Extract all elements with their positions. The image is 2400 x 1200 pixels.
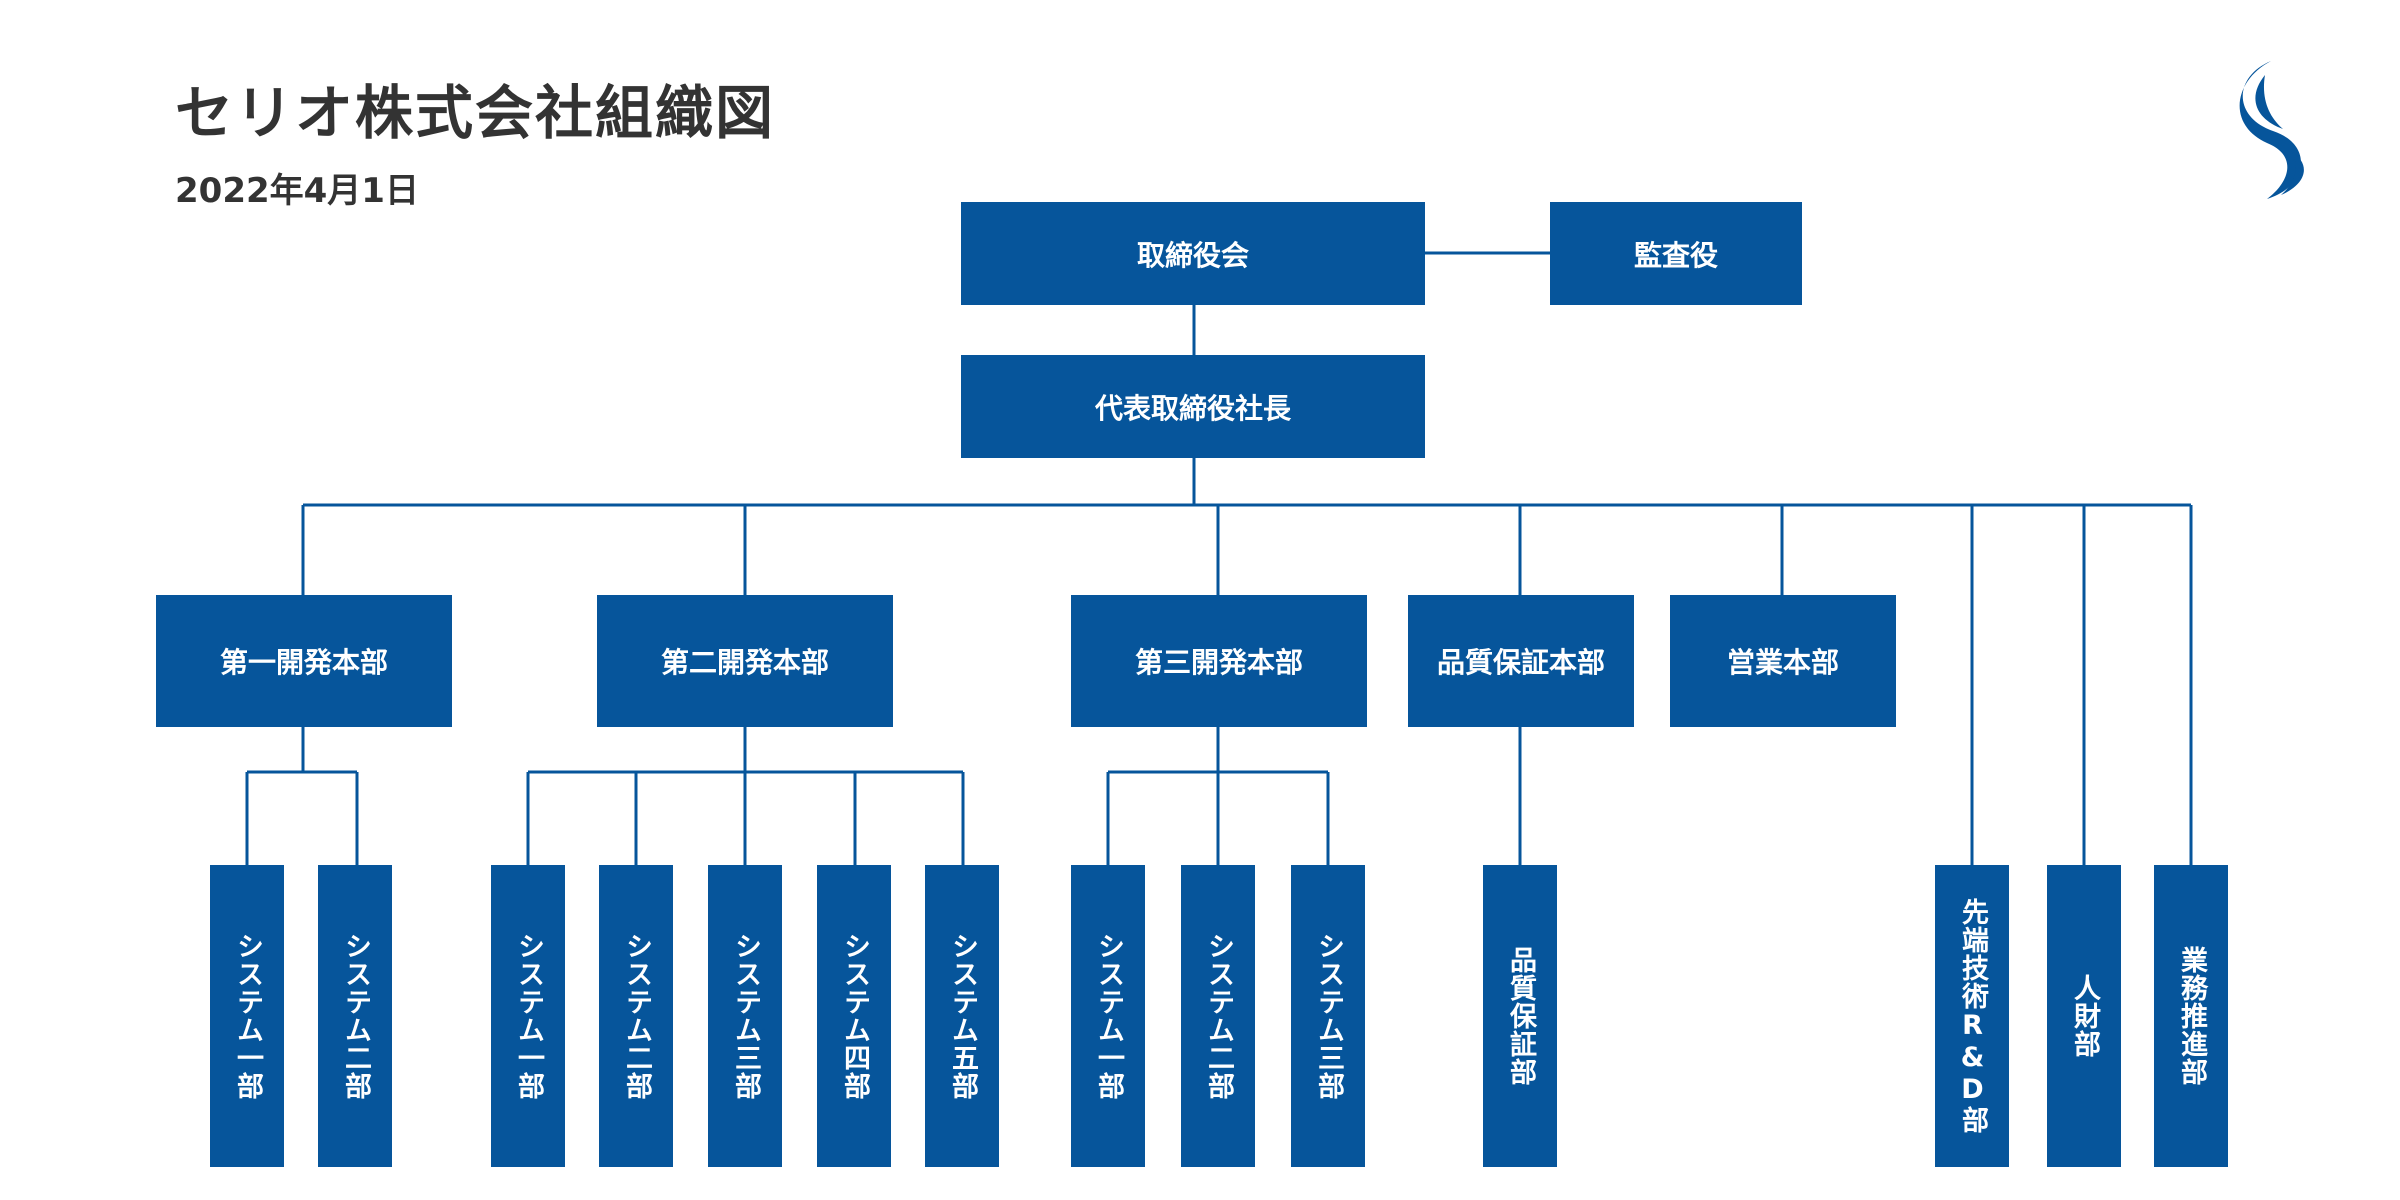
- unit-label: システム二部: [1203, 932, 1234, 1100]
- unit-label: システム一部: [513, 932, 544, 1100]
- unit-label: システム三部: [1313, 932, 1344, 1100]
- unit-box[interactable]: システム一部: [1071, 865, 1145, 1167]
- division-box-1[interactable]: 第一開発本部: [156, 595, 452, 727]
- unit-label: システム一部: [1093, 932, 1124, 1100]
- unit-label: システム四部: [839, 932, 870, 1100]
- date-label: 2022年4月1日: [175, 171, 419, 211]
- division-box-sales[interactable]: 営業本部: [1670, 595, 1896, 727]
- company-logo: [2239, 61, 2304, 199]
- unit-label: 品質保証部: [1505, 946, 1536, 1086]
- unit-box[interactable]: システム一部: [210, 865, 284, 1167]
- unit-box[interactable]: システム五部: [925, 865, 999, 1167]
- staff-dept-box[interactable]: 人財部: [2047, 865, 2121, 1167]
- unit-box[interactable]: システム四部: [817, 865, 891, 1167]
- unit-box[interactable]: システム一部: [491, 865, 565, 1167]
- unit-box[interactable]: システム二部: [599, 865, 673, 1167]
- unit-box-qa[interactable]: 品質保証部: [1483, 865, 1557, 1167]
- unit-label: システム一部: [232, 932, 263, 1100]
- division-box-3[interactable]: 第三開発本部: [1071, 595, 1367, 727]
- unit-label: システム三部: [730, 932, 761, 1100]
- unit-box[interactable]: システム二部: [1181, 865, 1255, 1167]
- unit-label: システム五部: [947, 932, 978, 1100]
- staff-dept-label: 先端技術R&D部: [1957, 898, 1988, 1134]
- unit-box[interactable]: システム三部: [1291, 865, 1365, 1167]
- unit-box[interactable]: システム二部: [318, 865, 392, 1167]
- auditor-box[interactable]: 監査役: [1550, 202, 1802, 305]
- page-title: セリオ株式会社組織図: [175, 79, 776, 147]
- staff-dept-box[interactable]: 業務推進部: [2154, 865, 2228, 1167]
- staff-dept-box[interactable]: 先端技術R&D部: [1935, 865, 2009, 1167]
- staff-dept-label: 業務推進部: [2176, 946, 2207, 1086]
- unit-label: システム二部: [621, 932, 652, 1100]
- unit-box[interactable]: システム三部: [708, 865, 782, 1167]
- unit-label: システム二部: [340, 932, 371, 1100]
- division-box-qa[interactable]: 品質保証本部: [1408, 595, 1634, 727]
- staff-dept-label: 人財部: [2069, 974, 2100, 1058]
- division-box-2[interactable]: 第二開発本部: [597, 595, 893, 727]
- president-box[interactable]: 代表取締役社長: [961, 355, 1425, 458]
- board-box[interactable]: 取締役会: [961, 202, 1425, 305]
